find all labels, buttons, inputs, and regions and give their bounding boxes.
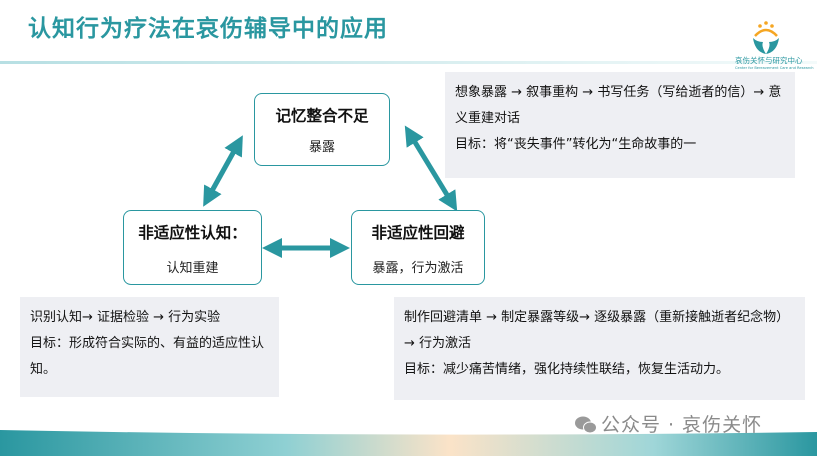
node-heading: 非适应性认知： — [138, 224, 247, 242]
wechat-icon — [575, 416, 597, 434]
arrow-left — [203, 135, 243, 207]
box-cognition-details: 识别认知→ 证据检验 → 行为实验 目标：形成符合实际的、有益的适应性认知。 — [20, 297, 279, 397]
node-sub: 暴露 — [308, 140, 335, 155]
box-avoidance-details: 制作回避清单 → 制定暴露等级→ 逐级暴露（重新接触逝者纪念物）→ 行为激活 目… — [394, 297, 805, 400]
node-sub: 认知重建 — [166, 261, 219, 276]
logo-subtitle: Center for Bereavement Care and Research — [735, 66, 814, 70]
title-divider — [0, 61, 817, 64]
logo-name: 哀伤关怀与研究中心 — [735, 56, 803, 65]
node-memory: 记忆整合不足 暴露 — [254, 93, 390, 166]
box-line: 想象暴露 → 叙事重构 → 书写任务（写给逝者的信）→ 意义重建对话 — [455, 85, 782, 126]
box-line: 识别认知→ 证据检验 → 行为实验 — [30, 310, 221, 325]
node-heading: 非适应性回避 — [371, 224, 465, 242]
box-goal: 目标：将“丧失事件”转化为“生命故事的一 — [455, 137, 697, 152]
node-avoidance: 非适应性回避 暴露，行为激活 — [351, 210, 485, 285]
node-sub: 暴露，行为激活 — [372, 261, 464, 276]
box-line: 制作回避清单 → 制定暴露等级→ 逐级暴露（重新接触逝者纪念物）→ 行为激活 — [404, 310, 790, 351]
watermark: 公众号 · 哀伤关怀 — [575, 410, 762, 437]
bottom-wave — [0, 430, 817, 456]
box-goal: 目标：减少痛苦情绪，强化持续性联结，恢复生活动力。 — [404, 362, 730, 377]
node-cognition: 非适应性认知： 认知重建 — [123, 210, 262, 285]
box-memory-details: 想象暴露 → 叙事重构 → 书写任务（写给逝者的信）→ 意义重建对话 目标：将“… — [445, 72, 795, 178]
logo-icon — [753, 21, 779, 54]
page-title: 认知行为疗法在哀伤辅导中的应用 — [28, 16, 388, 42]
box-goal: 目标：形成符合实际的、有益的适应性认知。 — [30, 336, 265, 377]
arrow-right — [404, 125, 458, 212]
watermark-text: 公众号 · 哀伤关怀 — [601, 414, 763, 436]
node-heading: 记忆整合不足 — [275, 107, 369, 125]
